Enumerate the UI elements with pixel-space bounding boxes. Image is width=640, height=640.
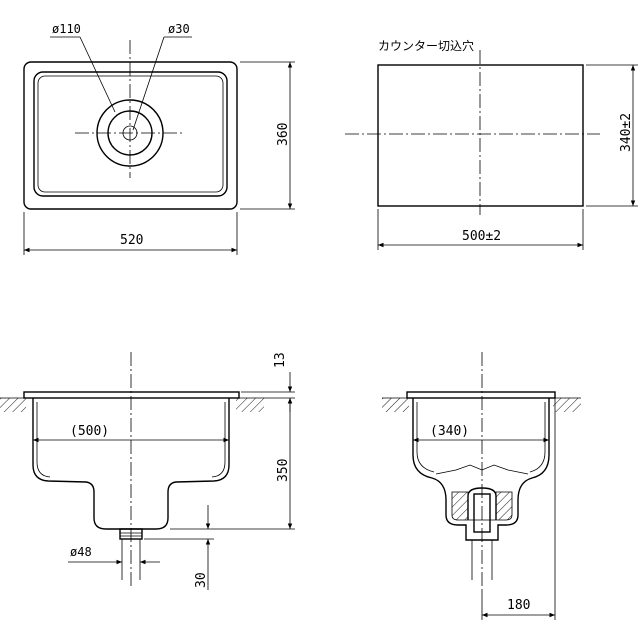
label-depth-350: 350 xyxy=(276,459,291,482)
side-sink-rim xyxy=(406,391,556,399)
cutout-title: カウンター切込穴 xyxy=(378,38,474,53)
cutout-view: カウンター切込穴 500±2 340±2 xyxy=(345,38,638,250)
sink-rim-front xyxy=(23,391,240,399)
label-dia-48: ø48 xyxy=(70,545,92,559)
label-width-500: 500±2 xyxy=(462,229,501,244)
label-rim-13: 13 xyxy=(273,352,288,368)
label-dia-110: ø110 xyxy=(52,22,81,36)
trap-hatched-region xyxy=(451,491,513,521)
side-bowl-inner xyxy=(416,402,435,473)
side-counter-hatch-left xyxy=(382,398,409,412)
front-section-view: (500) 13 350 ø48 30 xyxy=(0,352,295,590)
label-offset-180: 180 xyxy=(507,598,530,613)
leader-30 xyxy=(132,36,165,131)
label-depth-360: 360 xyxy=(276,123,291,146)
top-view: ø110 ø30 520 360 xyxy=(23,22,295,255)
side-bowl-inner-right xyxy=(529,402,546,473)
sink-bowl-outline xyxy=(33,71,228,197)
label-width-520: 520 xyxy=(120,233,143,248)
label-outlet-30: 30 xyxy=(194,572,209,588)
label-inner-340: (340) xyxy=(430,424,469,439)
bowl-inner-front-right xyxy=(211,402,226,478)
sink-bowl-inner-outline xyxy=(37,75,224,193)
bowl-inner-front xyxy=(36,402,51,478)
side-bowl-outer xyxy=(412,398,550,541)
side-counter-hatch-right xyxy=(553,398,581,412)
counter-hatch-left xyxy=(0,398,26,412)
cutout-rectangle xyxy=(377,64,584,207)
counter-hatch-right xyxy=(236,398,264,412)
leader-110 xyxy=(79,36,116,113)
label-inner-500: (500) xyxy=(70,424,109,439)
label-dia-30: ø30 xyxy=(168,22,190,36)
label-depth-340: 340±2 xyxy=(619,113,634,152)
sink-outer-rim xyxy=(23,61,238,210)
side-section-view: (340) 180 xyxy=(382,352,581,620)
